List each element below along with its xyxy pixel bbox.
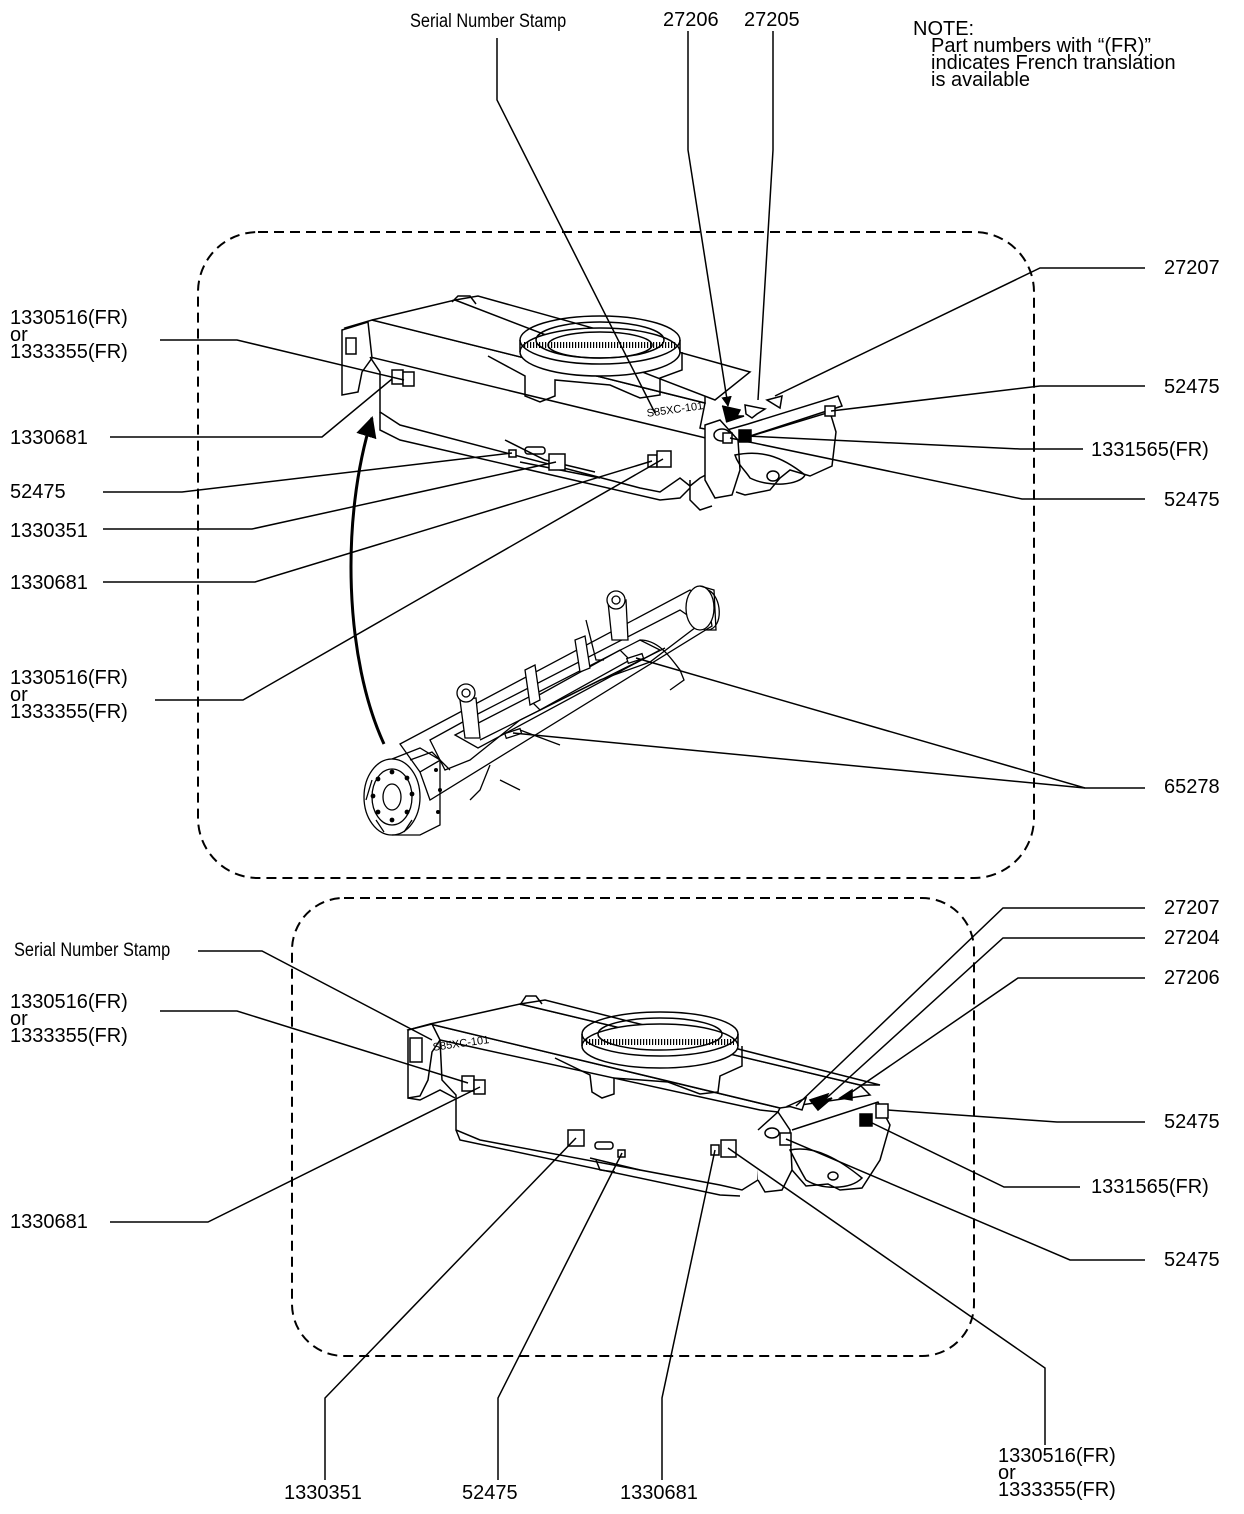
part-label-decal-pair: 1330516(FR) or 1333355(FR)	[998, 1445, 1116, 1501]
part-label-52475: 52475	[1164, 1111, 1220, 1133]
part-number: 1330516(FR)	[10, 991, 128, 1013]
top-decals	[391, 369, 836, 471]
part-label-52475: 52475	[462, 1482, 518, 1504]
part-label-52475: 52475	[10, 481, 66, 503]
part-number: 1333355(FR)	[10, 341, 128, 363]
serial-number-stamp-label: Serial Number Stamp	[410, 11, 567, 32]
note-line: indicates French translation	[931, 52, 1176, 74]
part-label-1330681: 1330681	[10, 572, 88, 594]
part-or: or	[10, 684, 28, 706]
note-line: is available	[931, 69, 1030, 91]
part-label-1330351: 1330351	[10, 520, 88, 542]
axle-illustration	[363, 585, 720, 836]
note-line: Part numbers with “(FR)”	[931, 35, 1152, 57]
flip-arrow	[349, 415, 386, 745]
part-number: 1330516(FR)	[998, 1445, 1116, 1467]
leader-lines	[103, 31, 1145, 1480]
part-label-decal-pair: 1330516(FR) or 1333355(FR)	[10, 307, 128, 363]
part-label-1330681: 1330681	[10, 1211, 88, 1233]
part-label-52475: 52475	[1164, 489, 1220, 511]
part-or: or	[10, 1008, 28, 1030]
part-number: 1330516(FR)	[10, 307, 128, 329]
part-number: 1333355(FR)	[998, 1479, 1116, 1501]
axle-hub-bolts	[370, 768, 442, 823]
serial-number-stamp-label: Serial Number Stamp	[14, 940, 171, 961]
part-label-1331565: 1331565(FR)	[1091, 1176, 1209, 1198]
part-label-27205: 27205	[744, 9, 800, 31]
part-label-decal-pair: 1330516(FR) or 1333355(FR)	[10, 991, 128, 1047]
part-label-52475: 52475	[1164, 376, 1220, 398]
part-label-52475: 52475	[1164, 1249, 1220, 1271]
top-view-frame	[197, 231, 1035, 879]
part-or: or	[10, 324, 28, 346]
part-label-decal-pair: 1330516(FR) or 1333355(FR)	[10, 667, 128, 723]
part-or: or	[998, 1462, 1016, 1484]
part-label-1331565: 1331565(FR)	[1091, 439, 1209, 461]
part-label-65278: 65278	[1164, 776, 1220, 798]
bottom-view-frame	[291, 897, 975, 1357]
part-label-1330681: 1330681	[620, 1482, 698, 1504]
bottom-carbody-illustration	[406, 995, 891, 1197]
part-label-27204: 27204	[1164, 927, 1220, 949]
part-label-27207: 27207	[1164, 257, 1220, 279]
top-carbody-illustration	[341, 295, 843, 511]
part-number: 1333355(FR)	[10, 1025, 128, 1047]
part-label-1330681: 1330681	[10, 427, 88, 449]
note-block: NOTE: Part numbers with “(FR)” indicates…	[913, 18, 1176, 91]
axle-decal-right	[625, 652, 645, 665]
part-label-27207: 27207	[1164, 897, 1220, 919]
part-label-1330351: 1330351	[284, 1482, 362, 1504]
part-number: 1333355(FR)	[10, 701, 128, 723]
bottom-decals	[461, 1075, 889, 1158]
note-heading: NOTE:	[913, 18, 975, 40]
part-label-27206: 27206	[1164, 967, 1220, 989]
part-label-27206: 27206	[663, 9, 719, 31]
part-number: 1330516(FR)	[10, 667, 128, 689]
